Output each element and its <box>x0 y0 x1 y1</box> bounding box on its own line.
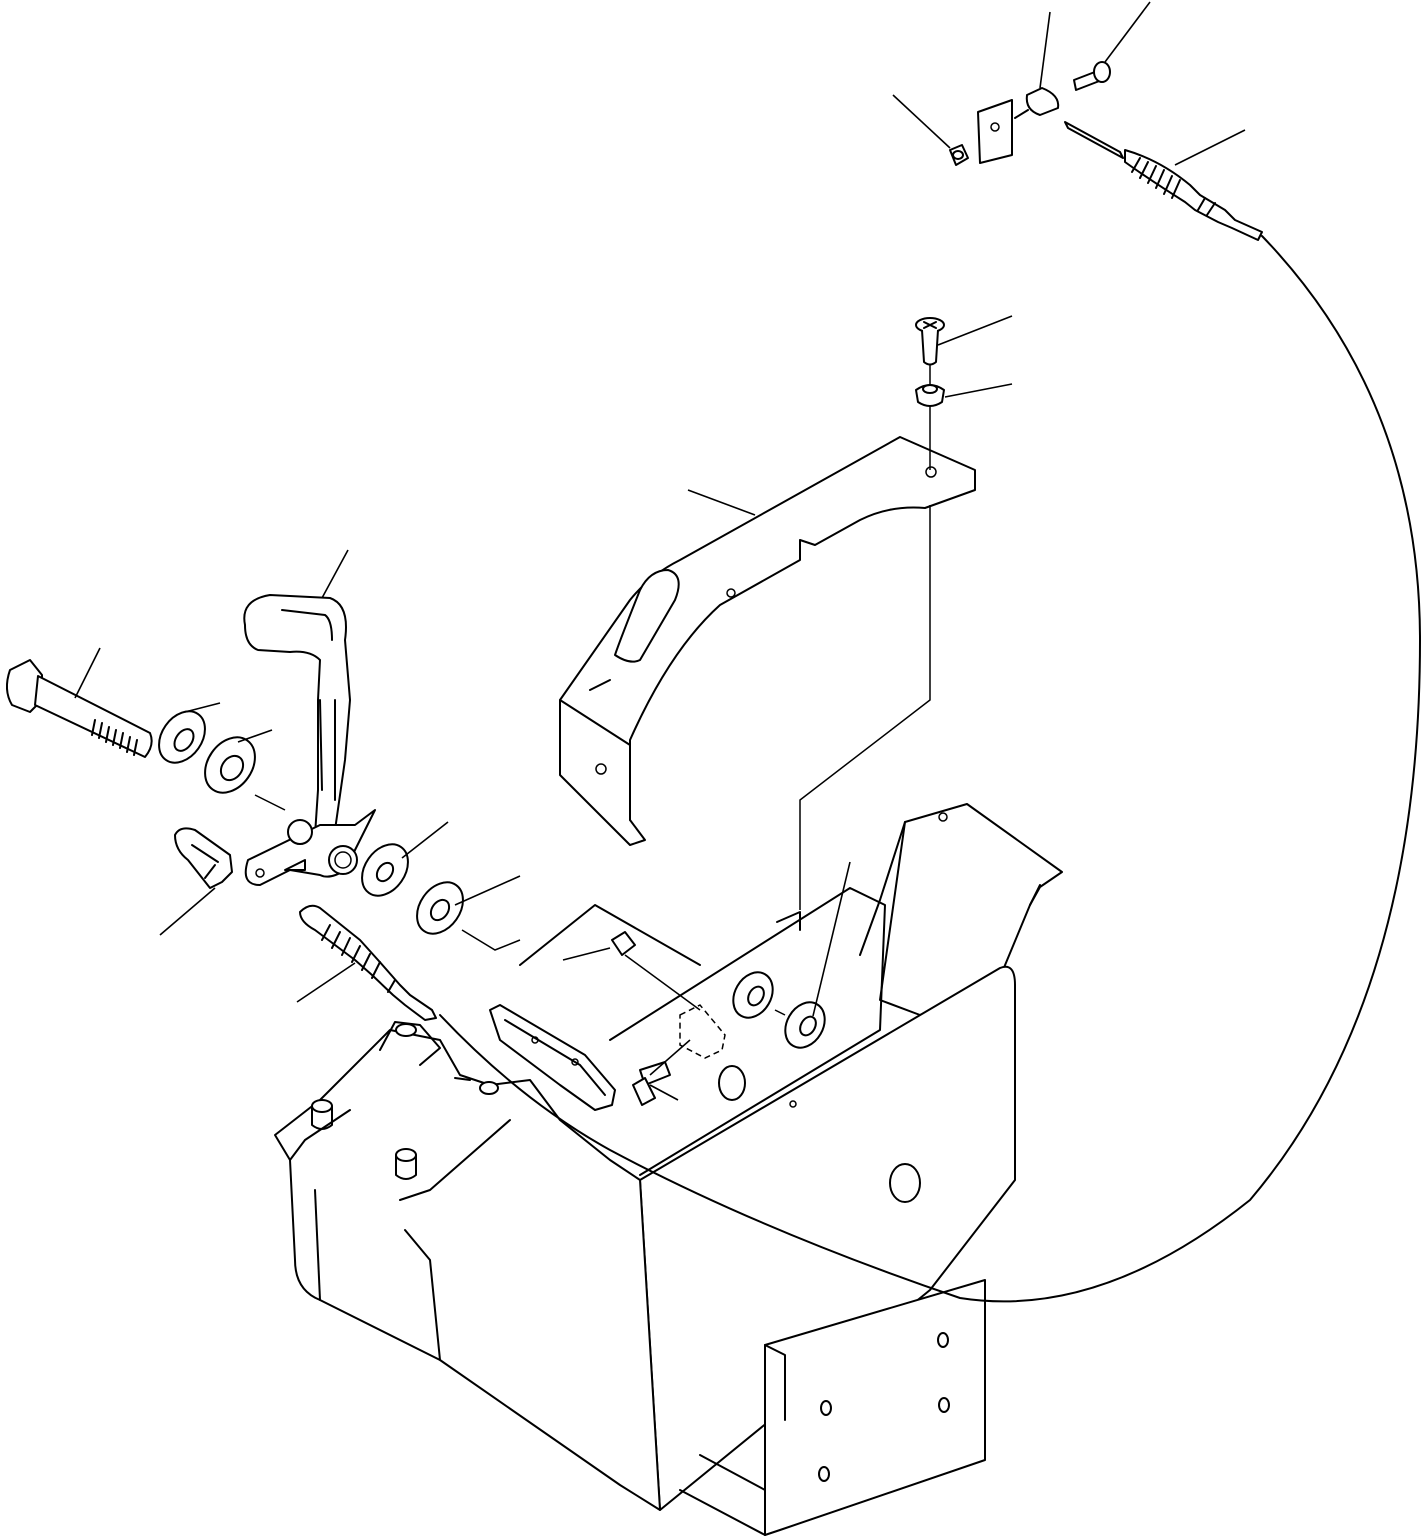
clamp-nut <box>949 144 969 166</box>
leader-11 <box>237 729 273 743</box>
control-cable <box>299 121 1421 1303</box>
small-nut <box>611 931 636 956</box>
bushing-2 <box>416 881 464 935</box>
leader-16 <box>812 861 851 1017</box>
cable-end-joint <box>1014 87 1060 119</box>
leader-9 <box>74 647 101 699</box>
spring-clip <box>174 827 233 889</box>
leader-17 <box>562 947 611 961</box>
mount-boss-1 <box>311 1099 333 1130</box>
leader-1 <box>892 94 951 149</box>
small-bolt <box>1073 61 1111 91</box>
leader-3 <box>1104 1 1151 63</box>
leader-14 <box>454 875 521 906</box>
leader-6 <box>944 383 1013 398</box>
control-lever <box>243 594 376 886</box>
leader-8 <box>321 549 349 599</box>
mount-boss-4 <box>454 1077 499 1095</box>
flat-head-screw <box>915 317 945 366</box>
hex-bolt <box>6 659 153 758</box>
leader-5 <box>937 315 1013 346</box>
washer-1 <box>158 710 206 764</box>
dashed-plate <box>679 1004 726 1059</box>
mount-boss-3 <box>379 1021 441 1066</box>
cable-clamp-assembly <box>949 61 1111 166</box>
cone-washer <box>915 384 945 407</box>
leader-7 <box>687 489 756 516</box>
lever-guide-bracket <box>559 436 976 846</box>
washer-2 <box>361 843 409 897</box>
leader-13 <box>401 821 449 859</box>
bushing-1 <box>204 736 256 794</box>
mid-bolt <box>632 1061 671 1106</box>
leader-18 <box>649 1084 679 1101</box>
leader-lines <box>74 1 1246 1101</box>
leader-2 <box>1039 11 1051 89</box>
leader-10 <box>184 702 221 713</box>
leader-15 <box>296 962 356 1003</box>
mount-boss-2 <box>395 1148 417 1180</box>
mounting-plate <box>679 1279 986 1536</box>
base-frame <box>274 803 1063 1536</box>
hex-nut-1 <box>732 971 774 1019</box>
hex-nut-2 <box>784 1001 826 1049</box>
leader-4 <box>1174 129 1246 166</box>
leader-12 <box>159 887 216 936</box>
